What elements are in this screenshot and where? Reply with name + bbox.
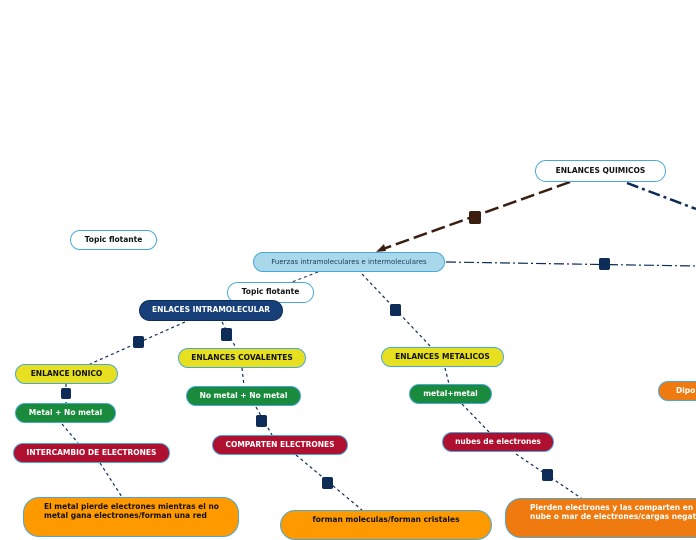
root-node[interactable]: ENLANCES QUIMICOS [535,160,666,182]
enlaces-metalicos-node[interactable]: ENLANCES METALICOS [381,347,504,367]
link-marker [133,336,144,348]
enlaces-covalentes-node[interactable]: ENLANCES COVALENTES [178,348,306,368]
nubes-electrones-node[interactable]: nubes de electrones [442,432,554,452]
link-nubes-pierden [515,453,585,501]
dipolo-node[interactable]: Dipolo [658,381,696,401]
link-fuerzas-topic [291,271,319,283]
metal-metal-node[interactable]: metal+metal [409,384,492,404]
link-marker [390,304,401,316]
enlace-ionico-node[interactable]: ENLANCE IONICO [15,364,118,384]
link-root-right [626,181,696,211]
metal-no-metal-node[interactable]: Metal + No metal [15,403,116,423]
no-metal-no-metal-node[interactable]: No metal + No metal [186,386,301,406]
link-metalicos-metal [444,367,450,385]
fuerzas-node[interactable]: Fuerzas intramoleculares e intermolecula… [253,252,445,272]
link-intercambio-pierde [99,462,123,498]
link-metal-intercambio [61,423,79,444]
link-marker [599,258,610,270]
enlaces-intramolecular-node[interactable]: ENLACES INTRAMOLECULAR [139,300,283,321]
link-fuerzas-right [445,261,696,267]
pierden-electrones-node[interactable]: Pierden electrones y las comparten en un… [505,498,696,538]
metal-pierde-node[interactable]: El metal pierde electrones mientras el n… [23,497,239,537]
intercambio-electrones-node[interactable]: INTERCAMBIO DE ELECTRONES [13,443,170,463]
link-marker [322,477,333,489]
link-marker [469,211,481,224]
link-nometal-comparten [255,406,273,436]
link-marker [256,415,267,427]
link-marker [542,469,553,481]
link-cov-nometal [241,367,245,387]
link-arrow [376,244,386,252]
link-marker [61,388,71,399]
topic-floating-node[interactable]: Topic flotante [70,230,157,250]
connector-lines [61,180,696,511]
comparten-electrones-node[interactable]: COMPARTEN ELECTRONES [212,435,348,455]
link-intra-ionico [89,321,186,365]
forman-moleculas-node[interactable]: forman moleculas/forman cristales [280,510,492,540]
link-metal-nubes [461,403,491,434]
link-marker [221,328,232,341]
